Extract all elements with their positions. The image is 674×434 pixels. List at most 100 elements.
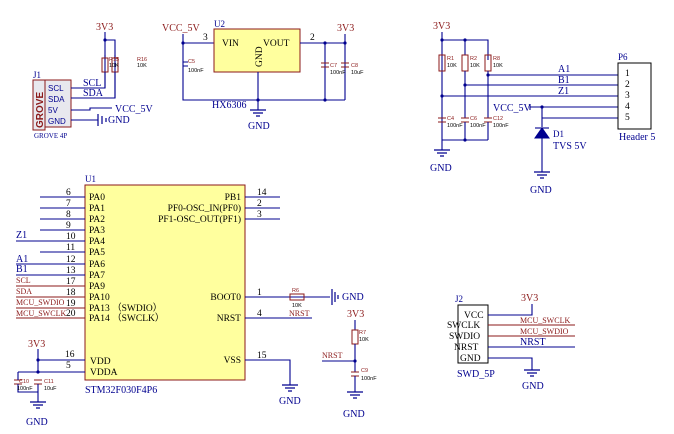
u1-right-pin-num: 1 — [257, 288, 262, 298]
u1-right-pin-num: 3 — [257, 210, 262, 220]
u1-left-pin-name: PA14 （SWCLK） — [89, 312, 164, 324]
u1-body — [84, 184, 246, 381]
u2-pin3: 3 — [203, 33, 208, 43]
u1-right-pin-name: BOOT0 — [210, 293, 241, 303]
u1-left-pin-num: 7 — [66, 199, 71, 209]
u1-right-pin-name: NRST — [217, 314, 241, 324]
u1-left-pin-name: PA6 — [89, 260, 105, 270]
c10-ref: C10 — [19, 379, 29, 385]
c10-val: 100nF — [17, 386, 33, 392]
u1-left-pin-name: PA3 — [89, 226, 105, 236]
c7-val: 100nF — [330, 70, 346, 76]
u1-part: STM32F030F4P6 — [85, 385, 157, 396]
u1-left-pin-name: PA0 — [89, 193, 105, 203]
j1-grove-connector: GROVE SCL SDA 5V GND J1 GROVE 4P SCL SDA… — [32, 55, 154, 140]
r1-ref: R1 — [447, 56, 454, 62]
r7-ref: R7 — [359, 330, 366, 336]
u1-gnd-left-label: GND — [26, 417, 48, 428]
u1-pin16-num: 16 — [65, 350, 75, 360]
grove-pin-box — [44, 79, 72, 128]
u1-ref: U1 — [85, 174, 96, 184]
p6-pin4: 4 — [625, 102, 630, 112]
c9-ref: C9 — [361, 368, 368, 374]
u2-part: HX6306 — [212, 100, 246, 111]
c11-val: 10uF — [44, 386, 57, 392]
u1-pin5-num: 5 — [66, 361, 71, 371]
p6-net-a1: A1 — [558, 64, 570, 75]
p6-vcc-label: VCC_5V — [493, 103, 532, 114]
grove-logo-text: GROVE — [35, 92, 46, 128]
r8-ref: R8 — [493, 56, 500, 62]
u2-gnd-label: GND — [248, 121, 270, 132]
d1-val: TVS 5V — [553, 141, 587, 152]
u1-nrst-net: NRST — [289, 309, 310, 318]
j1-gnd-label: GND — [108, 115, 130, 126]
u1-left-pin-name: PA5 — [89, 248, 105, 258]
c9-val: 100nF — [361, 376, 377, 382]
j2-pin-gnd: GND — [460, 354, 481, 364]
c7-ref: C7 — [330, 63, 337, 69]
u1-3v3-label: 3V3 — [28, 339, 45, 350]
c5-ref: C5 — [188, 59, 195, 65]
r15-r16-pullups: 3V3 R15 10K R16 10K — [96, 22, 147, 98]
u2-ref: U2 — [214, 19, 225, 29]
u1-pin16-name: VDD — [90, 357, 111, 367]
u1-left-pin-name: PA13 （SWDIO） — [89, 302, 162, 314]
grove-pin-1: SCL — [48, 84, 64, 93]
u1-left-pin-name: PA10 — [89, 293, 110, 303]
r8-val: 10K — [493, 63, 503, 69]
j2-swd-header: J2 SWD_5P VCC SWCLK SWDIO NRST GND 3V3 M… — [447, 293, 575, 392]
r2-ref: R2 — [470, 56, 477, 62]
c9-gnd-label: GND — [343, 409, 365, 420]
u2-vcc-label: VCC_5V — [162, 23, 201, 34]
u1-left-pin-num: 12 — [66, 255, 76, 265]
p6-ref: P6 — [618, 52, 628, 62]
c11-ref: C11 — [44, 379, 54, 385]
j2-gnd-label: GND — [522, 381, 544, 392]
c8-val: 10uF — [351, 70, 364, 76]
grove-pin-3: 5V — [48, 106, 58, 115]
u1-right-pin-name: PF1-OSC_OUT(PF1) — [158, 214, 241, 225]
r7-nrst-net: NRST — [322, 351, 343, 360]
u1-right-pin-num: 4 — [257, 309, 262, 319]
p6-gnd-label: GND — [430, 163, 452, 174]
c5-val: 100nF — [188, 68, 204, 74]
r2-val: 10K — [470, 63, 480, 69]
u1-net-sda: SDA — [16, 287, 32, 296]
u1-net-b1: B1 — [16, 264, 28, 275]
c12-val: 100nF — [493, 123, 509, 129]
j1-net-sda: SDA — [83, 88, 104, 99]
u1-net-a1: A1 — [16, 254, 28, 265]
p6-pin1: 1 — [625, 69, 630, 79]
p6-net-z1: Z1 — [558, 86, 569, 97]
u1-left-pin-name: PA1 — [89, 204, 105, 214]
u1-right-pin-name: PB1 — [225, 193, 242, 203]
j2-part: SWD_5P — [457, 369, 495, 380]
j2-net-nrst: NRST — [520, 337, 546, 348]
nrst-network: 3V3 R7 10K NRST C9 100nF GND — [322, 309, 377, 420]
c12-ref: C12 — [493, 116, 503, 122]
u2-gnd-pin: GND — [255, 46, 265, 67]
j1-vcc-label: VCC_5V — [115, 104, 154, 115]
r15-ref: R15 — [109, 57, 119, 63]
u1-pin5-name: VDDA — [90, 368, 118, 378]
d1-ref: D1 — [553, 129, 564, 139]
u1-left-pin-name: PA7 — [89, 271, 105, 281]
p6-part: Header 5 — [619, 132, 655, 143]
u1-left-pin-name: PA4 — [89, 237, 105, 247]
c6-val: 100nF — [470, 123, 486, 129]
p6-3v3-label: 3V3 — [433, 21, 450, 32]
c8-ref: C8 — [351, 63, 358, 69]
j2-body — [457, 304, 489, 364]
r1-val: 10K — [447, 63, 457, 69]
u1-left-pin-name: PA2 — [89, 215, 105, 225]
j2-pin-swclk: SWCLK — [447, 321, 480, 331]
j1-label: GROVE 4P — [34, 132, 67, 140]
u1-right-pin-name: PF0-OSC_IN(PF0) — [168, 203, 241, 214]
u1-left-pin-num: 18 — [66, 288, 76, 298]
r16-ref: R16 — [137, 57, 147, 63]
j2-pin-nrst: NRST — [454, 343, 478, 353]
grove-pin-4: GND — [48, 117, 66, 126]
u1-right-pin-num: 15 — [257, 351, 267, 361]
